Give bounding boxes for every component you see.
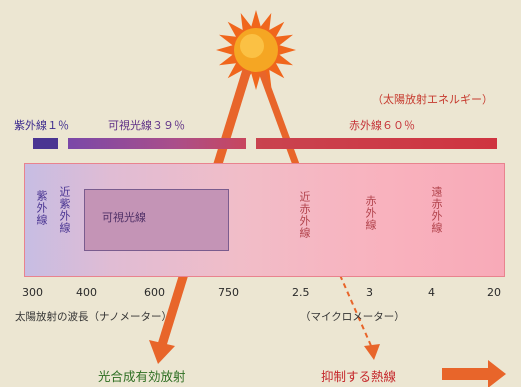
region-near-uv-label: 近紫外線 — [58, 186, 71, 234]
visible-band-bar — [68, 138, 246, 149]
tick-label: 600 — [144, 286, 165, 299]
axis-unit-um: （マイクロメーター） — [300, 311, 405, 323]
photosynthesis-label: 光合成有効放射 — [98, 369, 186, 384]
ir-band-bar — [256, 138, 497, 149]
photosynthesis-arrowhead — [149, 340, 175, 364]
energy-title: （太陽放射エネルギー） — [372, 93, 493, 106]
tick-label: 2.5 — [292, 286, 310, 299]
region-uv-label: 紫外線 — [35, 190, 48, 226]
ir-band-label: 赤外線６０％ — [349, 119, 415, 132]
region-far-ir-label: 遠赤外線 — [430, 186, 443, 234]
visible-light-box — [84, 189, 229, 251]
heat-label: 抑制する熱線 — [321, 369, 397, 384]
tick-label: 300 — [22, 286, 43, 299]
tick-label: 400 — [76, 286, 97, 299]
visible-light-label: 可視光線 — [102, 211, 146, 224]
region-near-ir-label: 近赤外線 — [298, 191, 311, 239]
tick-label: 4 — [428, 286, 435, 299]
sun-icon — [216, 10, 296, 90]
uv-band-bar — [33, 138, 58, 149]
right-arrow-icon — [442, 360, 506, 387]
tick-label: 20 — [487, 286, 501, 299]
axis-unit-nm: 太陽放射の波長（ナノメーター） — [15, 311, 172, 323]
visible-band-label: 可視光線３９％ — [108, 119, 185, 132]
region-ir-label: 赤外線 — [364, 195, 377, 231]
tick-label: 750 — [218, 286, 239, 299]
heat-ray-arrowhead — [364, 344, 380, 360]
uv-band-label: 紫外線１％ — [14, 119, 69, 132]
tick-label: 3 — [366, 286, 373, 299]
